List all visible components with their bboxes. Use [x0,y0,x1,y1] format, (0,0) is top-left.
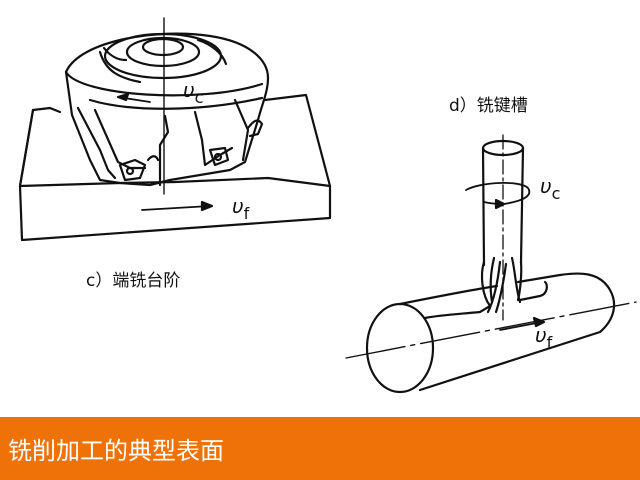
feed-speed-symbol-d: υf [535,323,553,352]
cutting-speed-symbol-d: υc [540,174,561,203]
slide-title: 铣削加工的典型表面 [8,437,224,465]
figure-d-caption: d）铣键槽 [449,96,528,116]
endmill-rotation-arrow [465,182,531,205]
feed-arrow [141,205,211,211]
shaft-axis [345,301,637,359]
workpiece-block [18,93,332,242]
figure-c-caption: c）端铣台阶 [86,271,181,291]
title-bar: 铣削加工的典型表面 [0,417,640,480]
face-milling-figure [18,17,332,242]
keyway-milling-figure [345,134,637,394]
feed-speed-symbol-c: υf [232,194,250,223]
cutting-speed-symbol-c: υc [183,78,204,107]
